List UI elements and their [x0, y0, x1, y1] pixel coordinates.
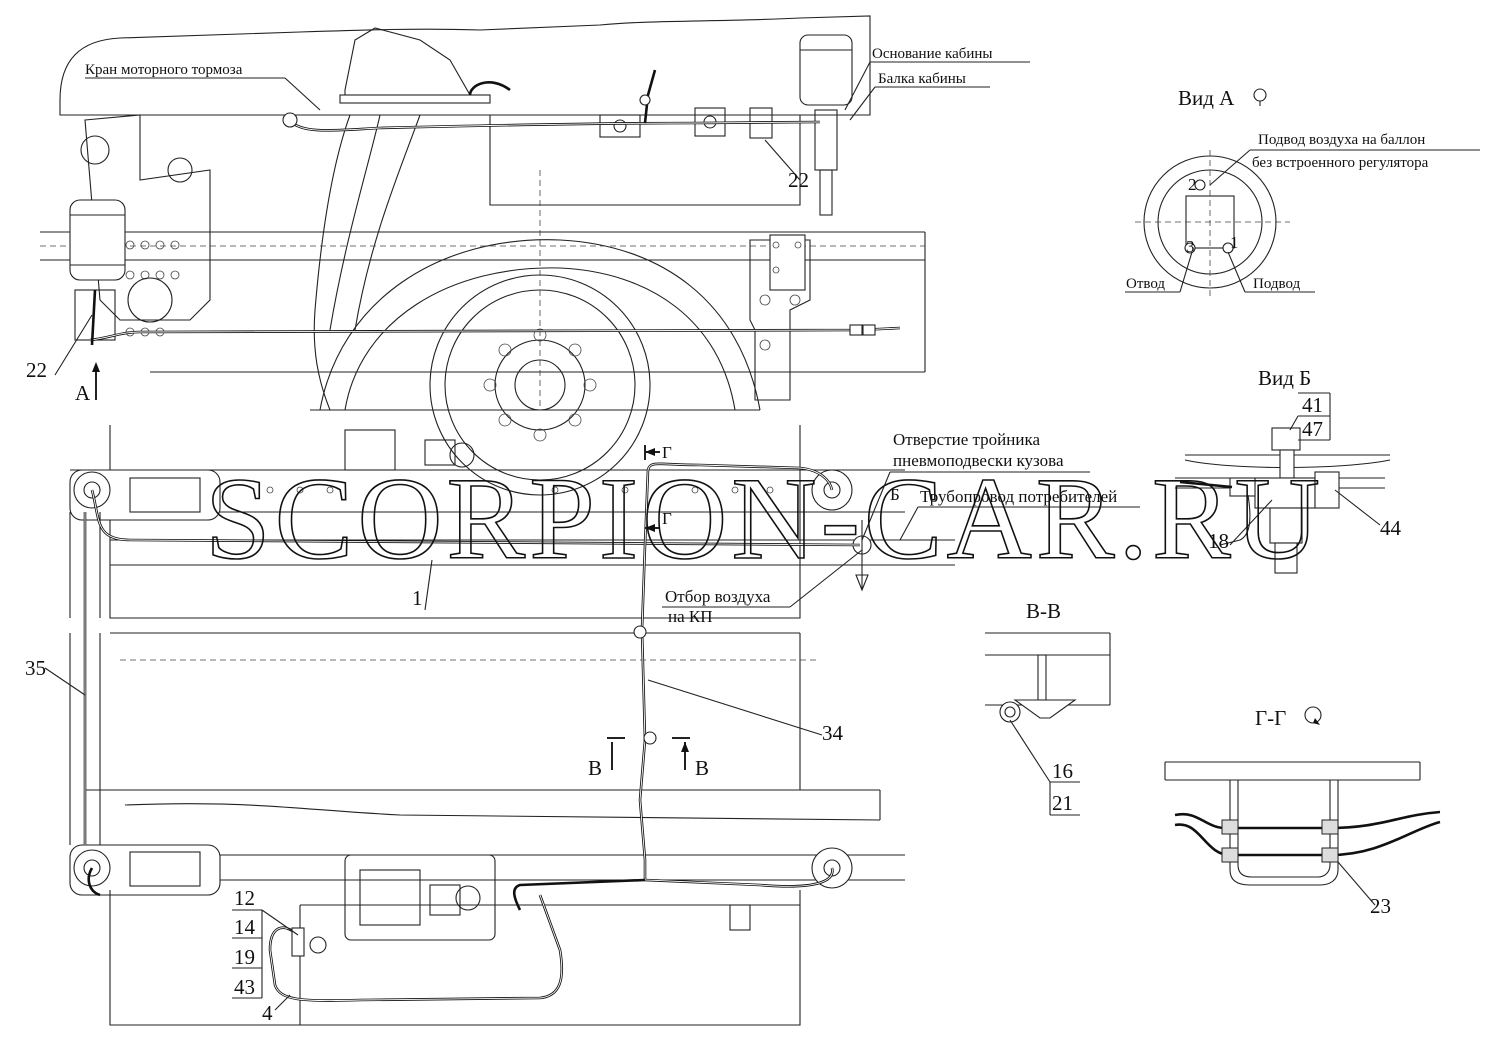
part-12-label: 12	[234, 886, 255, 910]
part-47-label: 47	[1302, 417, 1323, 441]
view-a-marker: А	[75, 381, 91, 405]
view-b-title: Вид Б	[1258, 366, 1311, 390]
consumer-pipeline-label: Трубопровод потребителей	[920, 487, 1117, 506]
plan-view	[69, 425, 955, 1026]
part-34-label: 34	[822, 721, 844, 745]
part-23-label: 23	[1370, 894, 1391, 918]
section-vv-title: В-В	[1026, 599, 1061, 623]
engine-brake-valve-label: Кран моторного тормоза	[85, 62, 243, 78]
section-v-marker-right: В	[695, 756, 709, 780]
port-1-label: 1	[1230, 233, 1239, 252]
part-22-left-label: 22	[26, 358, 47, 382]
part-43-label: 43	[234, 975, 255, 999]
air-tap-kp-label-1: Отбор воздуха	[665, 587, 771, 606]
air-supply-balloon-label-2: без встроенного регулятора	[1252, 155, 1429, 171]
part-41-label: 41	[1302, 393, 1323, 417]
air-supply-balloon-label-1: Подвод воздуха на баллон	[1258, 132, 1425, 148]
inlet-label: Подвод	[1253, 276, 1301, 292]
part-14-label: 14	[234, 915, 256, 939]
air-tap-kp-label-2: на КП	[668, 607, 713, 626]
side-view-callouts: Кран моторного тормоза Основание кабины …	[26, 46, 1030, 405]
plan-view-callouts: Отверстие тройника пневмоподвески кузова…	[25, 430, 1140, 1025]
part-19-label: 19	[234, 945, 255, 969]
section-gg-title: Г-Г	[1255, 706, 1286, 730]
part-22-top-label: 22	[788, 168, 809, 192]
part-18-label: 18	[1208, 529, 1229, 553]
tee-hole-label-2: пневмоподвески кузова	[893, 451, 1064, 470]
outlet-label: Отвод	[1126, 276, 1165, 292]
view-a: Вид А 2 3 1 Подвод воздуха на баллон без…	[1125, 86, 1480, 300]
section-g-marker-bottom: Г	[662, 509, 672, 528]
view-a-title: Вид А	[1178, 86, 1235, 110]
watermark: SCORPION-CAR.RU	[205, 453, 1324, 584]
port-2-label: 2	[1188, 175, 1197, 194]
part-35-label: 35	[25, 656, 46, 680]
cab-beam-label: Балка кабины	[878, 71, 966, 87]
tee-hole-label-1: Отверстие тройника	[893, 430, 1040, 449]
section-v-marker-left: В	[588, 756, 602, 780]
view-b-marker: Б	[890, 485, 900, 504]
view-b: Вид Б 41 47 44 18	[1175, 366, 1402, 574]
section-g-marker-top: Г	[662, 443, 672, 462]
cab-base-label: Основание кабины	[872, 46, 993, 62]
part-16-label: 16	[1052, 759, 1073, 783]
part-44-label: 44	[1380, 516, 1402, 540]
part-4-label: 4	[262, 1001, 273, 1025]
section-g-g: Г-Г 23	[1164, 706, 1441, 918]
side-view	[40, 15, 926, 496]
part-1-label: 1	[412, 586, 423, 610]
part-21-label: 21	[1052, 791, 1073, 815]
section-v-v: В-В 16 21	[985, 599, 1111, 816]
port-3-label: 3	[1186, 237, 1195, 256]
